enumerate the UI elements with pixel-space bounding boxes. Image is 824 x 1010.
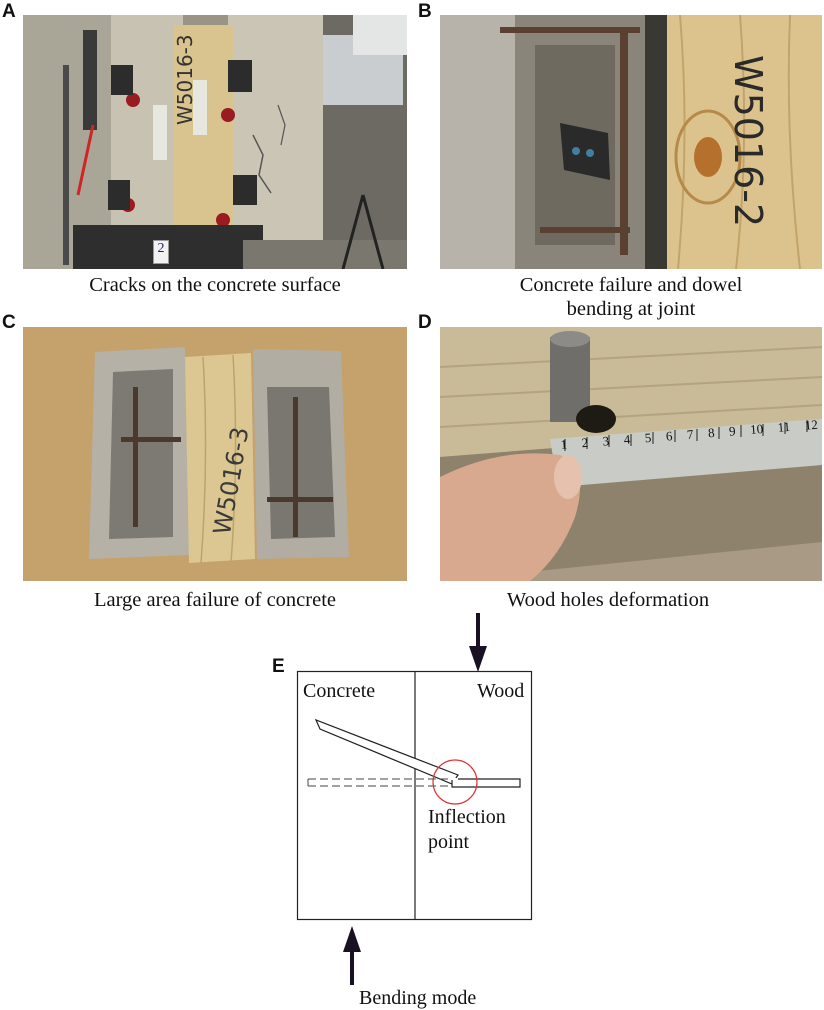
label-point: point xyxy=(428,831,470,853)
load-arrowhead-down xyxy=(469,646,487,672)
panel-letter-b: B xyxy=(418,1,432,22)
panel-letter-a: A xyxy=(2,1,16,22)
number-tag: 2 xyxy=(153,240,169,264)
label-wood: Wood xyxy=(477,680,525,702)
caption-a: Cracks on the concrete surface xyxy=(89,274,341,296)
dowel-straight-segment xyxy=(451,778,521,788)
photo-wood-holes-deformation: 1 2 3 4 5 6 7 8 9 10 11 12 xyxy=(440,327,822,581)
label-bending-mode: Bending mode xyxy=(359,987,477,1009)
caption-b-line-1: Concrete failure and dowel xyxy=(519,274,743,296)
dowel-bent-segment xyxy=(314,718,459,785)
photo-cracks-concrete-surface: W5016-3 2 xyxy=(23,15,407,269)
panel-letter-e: E xyxy=(272,656,285,677)
inflection-circle xyxy=(432,759,478,805)
photo-large-area-failure: W5016-3 xyxy=(23,327,407,581)
caption-d: Wood holes deformation xyxy=(506,589,710,611)
panel-letter-c: C xyxy=(2,312,16,333)
label-inflection: Inflection xyxy=(428,806,506,828)
load-arrowhead-up xyxy=(343,926,361,952)
caption-b-line-2: bending at joint xyxy=(566,298,696,320)
panel-letter-d: D xyxy=(418,312,432,333)
photo-concrete-failure-dowel-bending: W5016-2 xyxy=(440,15,822,269)
caption-c: Large area failure of concrete xyxy=(93,589,337,611)
label-concrete: Concrete xyxy=(303,680,376,702)
